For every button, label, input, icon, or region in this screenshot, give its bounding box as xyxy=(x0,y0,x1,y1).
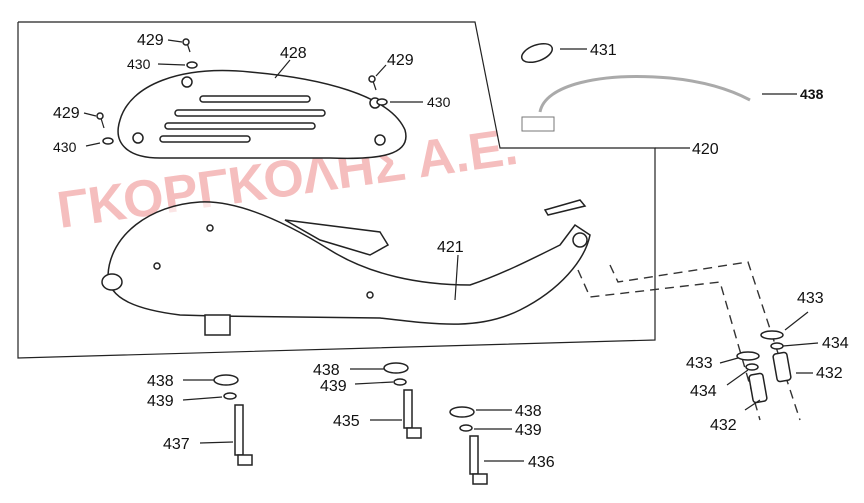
screw-429-right xyxy=(368,75,377,91)
screw-429-left xyxy=(96,112,105,129)
label-429-left: 429 xyxy=(53,105,80,122)
washer-430-right xyxy=(376,98,388,106)
muffler xyxy=(101,199,591,336)
bush-432-left xyxy=(748,372,768,404)
bolt-436 xyxy=(469,435,488,485)
label-434-right: 434 xyxy=(822,335,849,352)
gasket xyxy=(520,42,554,64)
washer-433-left xyxy=(736,351,760,361)
bolt-437 xyxy=(234,404,253,466)
label-438-sensor: 438 xyxy=(800,86,824,102)
washer-438-b xyxy=(383,362,409,374)
centerline-right xyxy=(609,261,801,421)
washer-438-a xyxy=(213,374,239,386)
label-430-top: 430 xyxy=(127,56,151,72)
label-433-left: 433 xyxy=(686,355,713,372)
label-430-right: 430 xyxy=(427,94,451,110)
label-439-c: 439 xyxy=(515,422,542,439)
label-420: 420 xyxy=(692,141,719,158)
centerline-left xyxy=(577,269,761,421)
label-434-left: 434 xyxy=(690,383,717,400)
label-438-b: 438 xyxy=(313,362,340,379)
bush-432-right xyxy=(772,351,792,383)
label-421: 421 xyxy=(437,239,464,256)
label-429-right: 429 xyxy=(387,52,414,69)
label-433-right: 433 xyxy=(797,290,824,307)
label-428: 428 xyxy=(280,45,307,62)
label-432-left: 432 xyxy=(710,417,737,434)
label-439-a: 439 xyxy=(147,393,174,410)
heat-shield xyxy=(117,69,407,160)
label-438-c: 438 xyxy=(515,403,542,420)
washer-438-c xyxy=(449,406,475,418)
label-431: 431 xyxy=(590,42,617,59)
washer-430-left xyxy=(102,137,114,145)
label-436: 436 xyxy=(528,454,555,471)
label-430-left: 430 xyxy=(53,139,77,155)
label-438-a: 438 xyxy=(147,373,174,390)
label-439-b: 439 xyxy=(320,378,347,395)
screw-429-top xyxy=(182,38,191,53)
washer-433-right xyxy=(760,330,784,340)
washer-439-c xyxy=(459,424,473,432)
washer-430-top xyxy=(186,61,198,69)
washer-439-a xyxy=(223,392,237,400)
bolt-435 xyxy=(403,389,422,439)
washer-434-left xyxy=(745,363,759,371)
label-429-top: 429 xyxy=(137,32,164,49)
washer-439-b xyxy=(393,378,407,386)
washer-434-right xyxy=(770,342,784,350)
label-435: 435 xyxy=(333,413,360,430)
label-432-right: 432 xyxy=(816,365,843,382)
label-437: 437 xyxy=(163,436,190,453)
sensor-harness xyxy=(521,75,751,132)
